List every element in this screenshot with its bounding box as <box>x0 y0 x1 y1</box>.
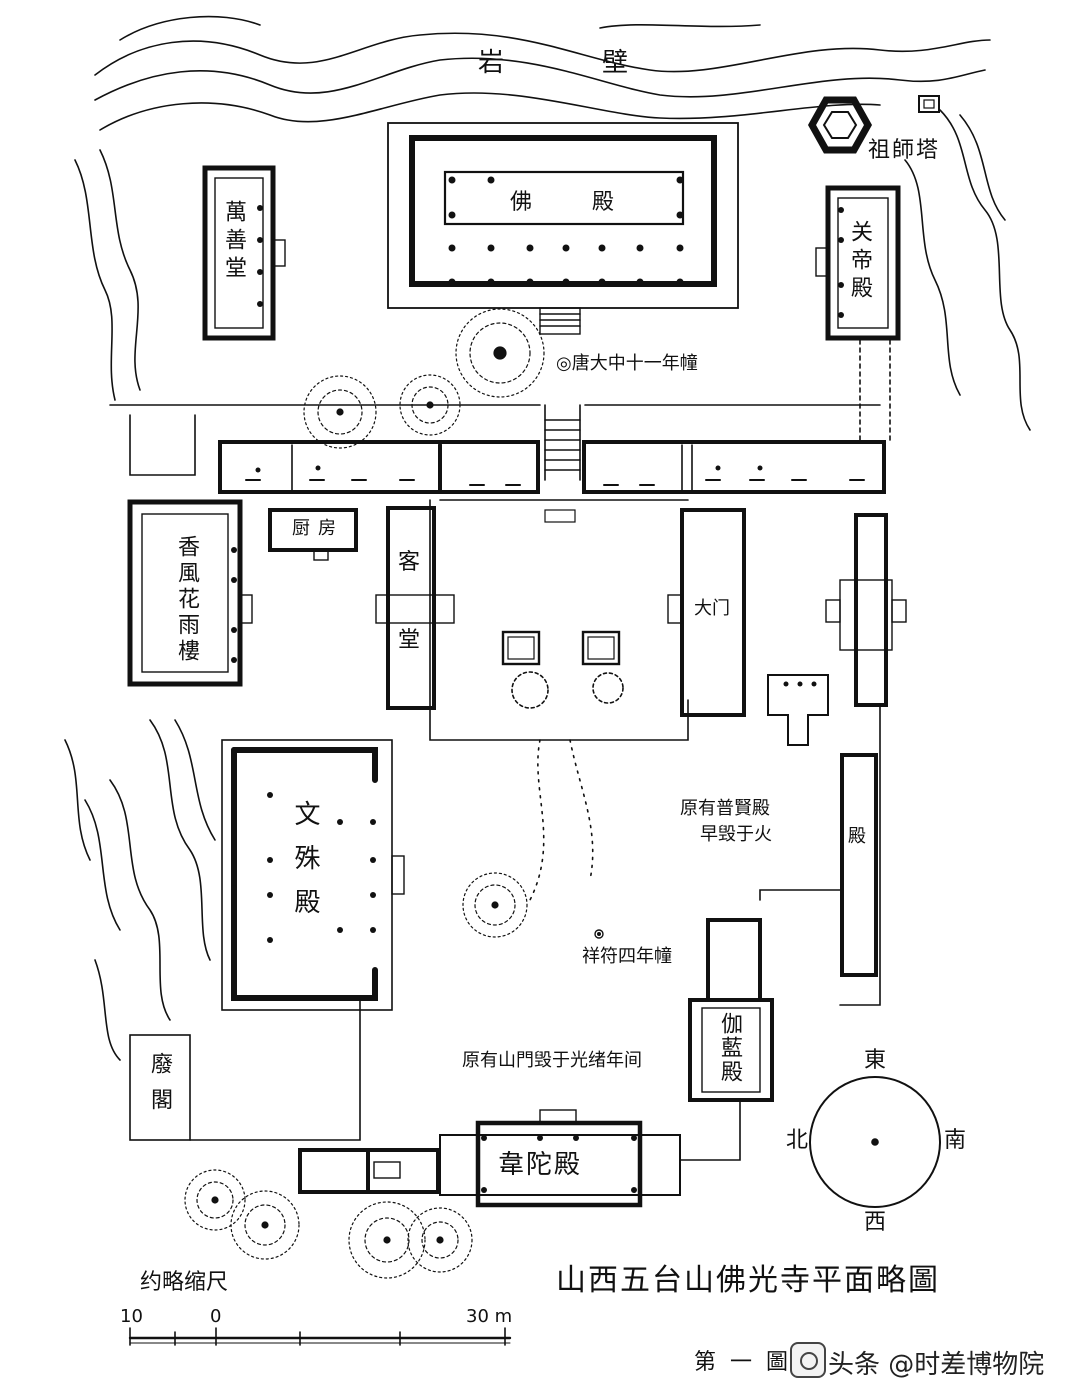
compass-north-label: 北 <box>786 1128 809 1153</box>
xiangfeng-tower-label: 香風花雨樓 <box>174 535 199 665</box>
cliff-label: 岩壁 <box>478 48 727 78</box>
wanshan-hall-label: 萬善堂 <box>221 200 246 284</box>
qielan-hall-label: 伽藍殿 <box>717 1012 742 1084</box>
main-hall-label: 佛殿 <box>510 190 675 215</box>
ruined-pavilion <box>129 999 361 1141</box>
xiangfeng-tower <box>127 499 253 687</box>
middle-row-buildings <box>218 440 886 494</box>
patriarch-pagoda-icon <box>807 95 940 154</box>
tree-icon <box>455 308 545 398</box>
weituo-hall-label: 韋陀殿 <box>498 1150 583 1180</box>
east-hall-label: 殿 <box>848 826 866 847</box>
tree-icon <box>303 375 377 449</box>
manjusri-hall-label: 文殊殿 <box>290 800 320 932</box>
compass-south-label: 南 <box>944 1128 967 1153</box>
toutiao-logo-icon <box>790 1342 826 1378</box>
tang-pillar-label: ◎唐大中十一年幢 <box>556 353 698 374</box>
guest-hall-label-top: 客 <box>398 550 421 575</box>
puxian-note-line2: 早毁于火 <box>700 824 772 845</box>
patriarch-pagoda-label: 祖師塔 <box>868 138 941 163</box>
big-gate-label: 大门 <box>694 598 730 619</box>
guandi-hall <box>815 185 901 341</box>
kitchen-label: 厨房 <box>292 518 344 539</box>
scale-tick-10: 10 <box>120 1306 143 1327</box>
scale-tick-30m: 30 m <box>466 1306 513 1327</box>
map-title: 山西五台山佛光寺平面略圖 <box>556 1263 940 1298</box>
puxian-note-line1: 原有普賢殿 <box>680 798 770 819</box>
guandi-hall-label: 关帝殿 <box>847 220 872 304</box>
mountain-gate-note: 原有山門毁于光绪年间 <box>462 1050 642 1071</box>
scale-caption: 约略缩尺 <box>140 1270 229 1295</box>
compass-west-label: 西 <box>864 1210 887 1235</box>
watermark-text: 头条 @时差博物院 <box>828 1350 1045 1380</box>
tree-icon <box>462 872 528 938</box>
figure-number: 第一圖 <box>694 1350 803 1375</box>
trees <box>184 308 545 1279</box>
tree-icon <box>230 1190 300 1260</box>
scale-tick-0: 0 <box>210 1306 222 1327</box>
xiangfu-pillar-label: 祥符四年幢 <box>582 946 672 967</box>
front-courtyard <box>375 499 746 901</box>
east-wall-buildings <box>594 704 881 1161</box>
main-hall <box>387 122 739 335</box>
tree-icon <box>348 1201 426 1279</box>
manjusri-hall <box>221 739 405 1011</box>
wanshan-hall <box>202 165 286 341</box>
guest-hall-label-bottom: 堂 <box>398 628 421 653</box>
compass-east-label: 東 <box>864 1048 887 1073</box>
scale-bar <box>128 1327 512 1346</box>
kitchen <box>268 508 358 561</box>
tree-icon <box>184 1169 246 1231</box>
tree-icon <box>399 374 461 436</box>
tree-icon <box>407 1207 473 1273</box>
ruined-pavilion-label: 廢閣 <box>147 1052 172 1124</box>
weituo-hall <box>298 1109 681 1208</box>
compass-icon <box>809 1076 941 1208</box>
east-gate <box>767 513 907 746</box>
cliff-contours <box>64 15 1031 1061</box>
